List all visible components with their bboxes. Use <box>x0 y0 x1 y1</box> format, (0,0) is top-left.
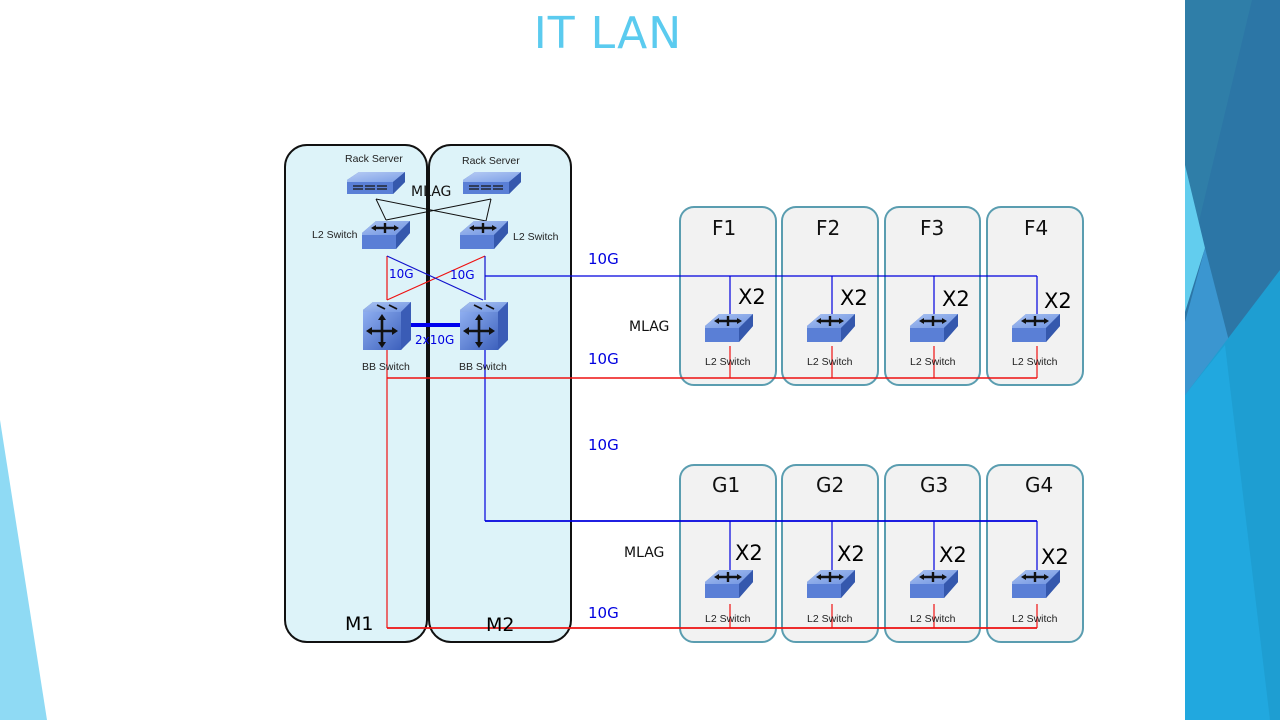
server-mlag-links <box>375 198 492 222</box>
left-accent-shape <box>0 420 47 720</box>
box-g3 <box>884 464 981 643</box>
box-f3 <box>884 206 981 386</box>
right-panel-shape-5 <box>1185 345 1270 720</box>
box-g4-multiplier: X2 <box>1041 545 1069 569</box>
box-f1-switch-label: L2 Switch <box>705 356 751 368</box>
box-f2-switch-label: L2 Switch <box>807 356 853 368</box>
rack-server-icon-left <box>346 171 406 195</box>
l2-switch-label-core-left: L2 Switch <box>312 229 358 241</box>
box-g1-title: G1 <box>712 473 741 497</box>
box-g2-switch-label: L2 Switch <box>807 613 853 625</box>
bb-switch-label-right: BB Switch <box>459 361 507 373</box>
box-g1-multiplier: X2 <box>735 541 763 565</box>
bb-switch-label-left: BB Switch <box>362 361 410 373</box>
column-m1-label: M1 <box>345 613 374 635</box>
rack-server-label-right: Rack Server <box>462 155 520 167</box>
uplink-left-speed: 10G <box>389 267 414 281</box>
box-g4-title: G4 <box>1025 473 1054 497</box>
g-top-link-speed: 10G <box>588 436 619 454</box>
box-f2-title: F2 <box>816 216 841 240</box>
box-g2 <box>781 464 879 643</box>
f-bottom-link-speed: 10G <box>588 350 619 368</box>
slide-title: IT LAN <box>533 8 683 59</box>
g-bottom-link-speed: 10G <box>588 604 619 622</box>
g-boxes <box>679 464 1084 643</box>
box-f4-title: F4 <box>1024 216 1049 240</box>
box-g2-multiplier: X2 <box>837 542 865 566</box>
box-g3-title: G3 <box>920 473 949 497</box>
g-mlag-label: MLAG <box>624 545 665 561</box>
box-f2 <box>781 206 879 386</box>
box-g1 <box>679 464 777 643</box>
interlink-speed: 2x10G <box>415 333 455 347</box>
box-f1-multiplier: X2 <box>738 285 766 309</box>
red-links <box>386 346 1038 629</box>
box-f3-title: F3 <box>920 216 945 240</box>
bb-switch-icon-left <box>361 300 413 352</box>
right-panel-shape-1 <box>1185 0 1252 280</box>
box-f3-switch-label: L2 Switch <box>910 356 956 368</box>
blue-links <box>484 275 1038 572</box>
uplink-right-speed: 10G <box>450 268 475 282</box>
box-g2-title: G2 <box>816 473 845 497</box>
f-mlag-label: MLAG <box>629 319 670 335</box>
box-f1-title: F1 <box>712 216 737 240</box>
column-m2-label: M2 <box>486 614 515 636</box>
box-g4 <box>986 464 1084 643</box>
f-top-link-speed: 10G <box>588 250 619 268</box>
bb-switch-icon-right <box>458 300 510 352</box>
l2-bb-links <box>386 255 486 301</box>
box-f1 <box>679 206 777 386</box>
box-g4-switch-label: L2 Switch <box>1012 613 1058 625</box>
box-g1-switch-label: L2 Switch <box>705 613 751 625</box>
box-f4-multiplier: X2 <box>1044 289 1072 313</box>
box-g3-multiplier: X2 <box>939 543 967 567</box>
box-g3-switch-label: L2 Switch <box>910 613 956 625</box>
column-m2 <box>428 144 572 643</box>
box-f4-switch-label: L2 Switch <box>1012 356 1058 368</box>
right-panel-shape-2 <box>1185 165 1205 312</box>
server-mlag-label: MLAG <box>411 184 452 200</box>
box-f2-multiplier: X2 <box>840 286 868 310</box>
box-f4 <box>986 206 1084 386</box>
rack-server-icon-right <box>462 171 522 195</box>
column-m1 <box>284 144 428 643</box>
f-boxes <box>679 206 1084 386</box>
rack-server-label-left: Rack Server <box>345 153 403 165</box>
right-panel-shape-3 <box>1185 248 1230 395</box>
box-f3-multiplier: X2 <box>942 287 970 311</box>
l2-switch-label-core-right: L2 Switch <box>513 231 559 243</box>
